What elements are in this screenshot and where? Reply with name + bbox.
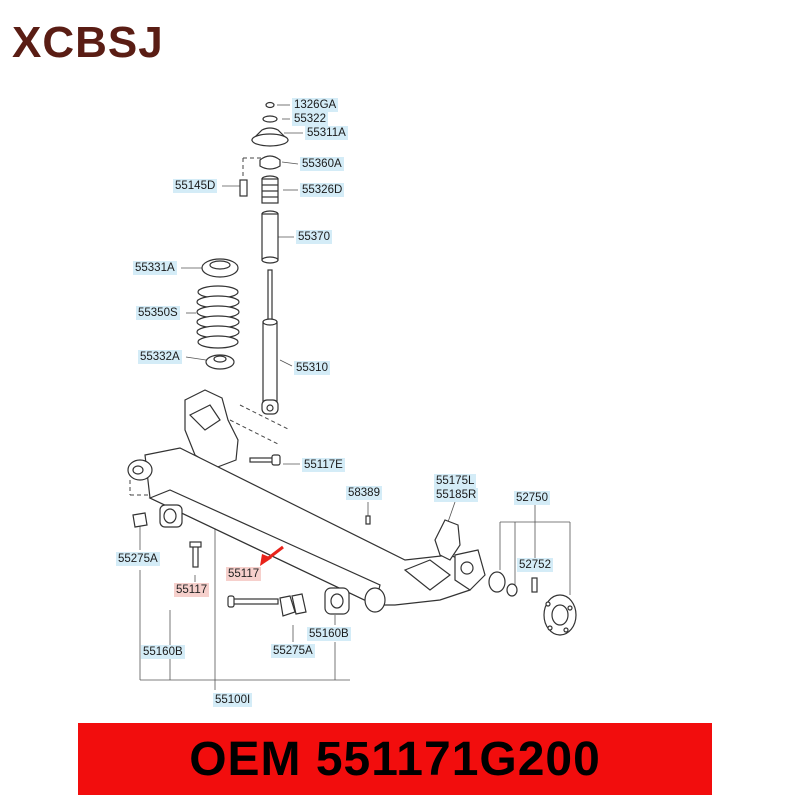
part-label: 55185R (434, 488, 479, 502)
part-label: 55331A (133, 261, 177, 275)
part-label: 52752 (517, 558, 553, 572)
washer-55322 (262, 115, 278, 123)
part-label: 55360A (300, 157, 344, 171)
part-label: 55350S (136, 306, 180, 320)
coil-spring-55350S (196, 285, 240, 349)
bumper-cap-55360A (259, 155, 281, 170)
spring-bracket (184, 389, 239, 469)
part-label: 55100I (213, 693, 253, 707)
part-label: 1326GA (292, 98, 339, 112)
bracket-55275A-left (132, 512, 148, 528)
highlighted-part-label: 55117 (174, 583, 210, 597)
part-label: 55160B (307, 627, 351, 641)
part-label: 58389 (346, 486, 382, 500)
bolt-52752 (531, 577, 538, 593)
oem-number: OEM 551171G200 (189, 732, 601, 786)
part-label: 55275A (271, 644, 315, 658)
shock-absorber-55310 (261, 269, 279, 415)
bolt-55117-center (227, 595, 279, 608)
bushing-55160B-right (324, 587, 350, 615)
bracket-55175L (434, 519, 461, 561)
part-label: 55145D (173, 179, 218, 193)
part-label: 55160B (141, 645, 185, 659)
bolt-55117-left (189, 541, 202, 568)
nut-1326GA (265, 101, 275, 109)
brand-logo: XCBSJ (12, 18, 164, 67)
part-label: 55332A (138, 350, 182, 364)
bump-stop-55326D (261, 175, 279, 204)
part-label: 55175L (434, 474, 477, 488)
hub-bearing-52750 (488, 571, 577, 636)
bolt-55145D (239, 179, 248, 197)
part-label: 55117E (302, 458, 345, 472)
dust-cover-55370 (261, 210, 279, 264)
part-label: 55370 (296, 230, 332, 244)
torsion-beam-55100I (127, 447, 486, 613)
part-label: 55326D (300, 183, 345, 197)
highlighted-part-label: 55117 (226, 567, 262, 581)
part-label: 55310 (294, 361, 330, 375)
part-label: 52750 (514, 491, 550, 505)
part-label: 55311A (305, 126, 348, 140)
bolt-55117E (249, 454, 281, 466)
bracket-55275A-center (279, 593, 307, 617)
upper-seat-55331A (201, 258, 239, 278)
screw-58389 (365, 515, 371, 525)
oem-banner: OEM 551171G200 (78, 723, 712, 795)
lower-seat-55332A (205, 354, 235, 370)
leader-lines (139, 104, 571, 690)
bushing-55160B-left (159, 504, 183, 528)
part-label: 55322 (292, 112, 328, 126)
part-label: 55275A (116, 552, 160, 566)
highlight-arrow (260, 545, 284, 566)
